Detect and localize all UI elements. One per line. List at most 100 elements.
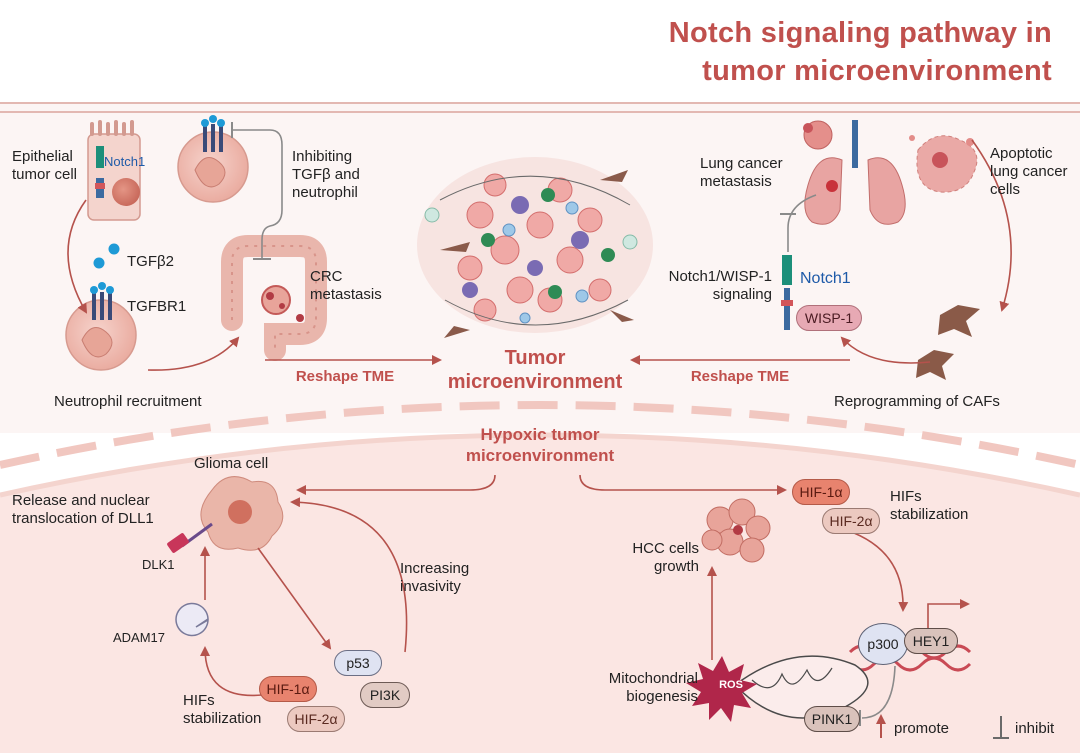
epithelial-label: Epithelial tumor cell bbox=[12, 148, 77, 184]
hcc-growth-label: HCC cells growth bbox=[624, 540, 699, 576]
hcc-cells-icon bbox=[701, 498, 771, 563]
lung-label-line-1: Lung cancer bbox=[700, 155, 783, 172]
arrow-invasivity bbox=[290, 497, 408, 653]
membrane-outer bbox=[0, 401, 1080, 469]
arrow-neutrophil-to-crc bbox=[147, 336, 240, 371]
legend-inhibit-icon bbox=[993, 716, 1009, 739]
invasivity-label-line-1: Increasing bbox=[400, 560, 470, 577]
hypoxic-label-line-2: microenvironment bbox=[465, 446, 615, 465]
lung-label-line-2: metastasis bbox=[700, 173, 772, 190]
wisp1-badge: WISP-1 bbox=[796, 305, 862, 331]
hypoxic-tme-label: Hypoxic tumor microenvironment bbox=[420, 424, 660, 466]
apoptotic-label-line-2: lung cancer bbox=[990, 163, 1068, 180]
hif2a-left-badge: HIF-2α bbox=[287, 706, 345, 732]
epithelial-label-line-1: Epithelial bbox=[12, 148, 73, 165]
dlk1-label: DLK1 bbox=[142, 557, 175, 572]
hey1-badge: HEY1 bbox=[904, 628, 958, 654]
inhibit-line-lung bbox=[787, 194, 817, 252]
neutrophil-cell-icon bbox=[65, 282, 137, 371]
colon-crc-icon bbox=[221, 235, 327, 361]
inhibiting-label-line-1: Inhibiting bbox=[292, 148, 353, 165]
mito-label-line-1: Mitochondrial bbox=[608, 670, 698, 687]
reprogramming-cafs-label: Reprogramming of CAFs bbox=[834, 393, 1000, 410]
invasivity-label-line-2: invasivity bbox=[400, 578, 461, 595]
hifs-right-line-2: stabilization bbox=[890, 506, 969, 523]
hifs-right-line-1: HIFs bbox=[890, 488, 922, 505]
notch-wisp-label-line-1: Notch1/WISP-1 bbox=[668, 268, 772, 285]
hif1a-left-badge: HIF-1α bbox=[259, 676, 317, 702]
lung-metastasis-cells-icon bbox=[803, 120, 833, 150]
release-label-line-2: translocation of DLL1 bbox=[12, 510, 154, 527]
release-label-line-1: Release and nuclear bbox=[12, 492, 150, 509]
hifs-right-label: HIFs stabilization bbox=[890, 488, 968, 524]
title-line-2: tumor microenvironment bbox=[702, 55, 1052, 87]
arrow-glioma-to-p53 bbox=[257, 547, 332, 650]
apoptotic-cells-icon bbox=[909, 135, 978, 193]
apoptotic-label-line-3: cells bbox=[990, 181, 1021, 198]
increasing-invasivity-label: Increasing invasivity bbox=[400, 560, 469, 596]
p300-badge: p300 bbox=[858, 623, 908, 665]
crc-metastasis-label: CRC metastasis bbox=[310, 268, 382, 304]
adam17-label: ADAM17 bbox=[113, 630, 166, 645]
mito-label-line-2: biogenesis bbox=[626, 688, 698, 705]
tgfb2-ligand-icon bbox=[93, 243, 120, 269]
hif2a-right-badge: HIF-2α bbox=[822, 508, 880, 534]
apoptotic-label: Apoptotic lung cancer cells bbox=[990, 145, 1068, 199]
pink1-badge: PINK1 bbox=[804, 706, 860, 732]
legend-inhibit-label: inhibit bbox=[1015, 720, 1055, 737]
reshape-tme-right-label: Reshape TME bbox=[690, 368, 790, 385]
inhibiting-label: Inhibiting TGFβ and neutrophil bbox=[292, 148, 360, 202]
apoptotic-label-line-1: Apoptotic bbox=[990, 145, 1053, 162]
notch1-right-label: Notch1 bbox=[800, 270, 851, 287]
arrow-caf-to-wisp bbox=[840, 336, 931, 364]
arrow-hif-to-p300 bbox=[845, 529, 909, 612]
mitochondria-icon bbox=[733, 655, 869, 719]
tme-label-line-2: microenvironment bbox=[447, 371, 623, 393]
hypoxic-label-line-1: Hypoxic tumor bbox=[480, 425, 600, 444]
epithelial-tumor-cell-icon bbox=[87, 120, 141, 221]
title-line-1: Notch signaling pathway in bbox=[668, 17, 1052, 49]
hcc-label-line-2: growth bbox=[653, 558, 699, 575]
hifs-left-line-1: HIFs bbox=[183, 692, 215, 709]
ros-label: ROS bbox=[719, 679, 743, 691]
inhibit-line-crc bbox=[232, 129, 283, 258]
hifs-left-label: HIFs stabilization bbox=[183, 692, 261, 728]
arrow-epithelial-to-neutrophil bbox=[67, 199, 88, 314]
caf-cells-icon bbox=[916, 305, 980, 380]
release-dll1-label: Release and nuclear translocation of DLL… bbox=[12, 492, 154, 528]
page-title: Notch signaling pathway in tumor microen… bbox=[669, 14, 1052, 90]
inhibited-neutrophil-icon bbox=[177, 115, 249, 203]
hifs-left-line-2: stabilization bbox=[183, 710, 262, 727]
notch-wisp-signaling-label: Notch1/WISP-1 signaling bbox=[648, 268, 772, 304]
notch1-label: Notch1 bbox=[104, 154, 146, 169]
glioma-cell-label: Glioma cell bbox=[194, 455, 269, 472]
ros-burst-icon bbox=[686, 656, 757, 722]
tgfb2-label: TGFβ2 bbox=[127, 253, 174, 270]
lung-icon bbox=[804, 120, 906, 225]
tme-label: Tumor microenvironment bbox=[430, 346, 640, 394]
neutrophil-recruitment-label: Neutrophil recruitment bbox=[54, 393, 202, 410]
tgfbr1-label: TGFBR1 bbox=[127, 298, 187, 315]
inhibit-line-pink1 bbox=[861, 665, 896, 719]
arrow-apoptotic-to-caf bbox=[971, 139, 1012, 312]
tme-label-line-1: Tumor bbox=[504, 347, 566, 369]
lung-metastasis-label: Lung cancer metastasis bbox=[700, 155, 783, 191]
epithelial-label-line-2: tumor cell bbox=[12, 166, 78, 183]
hcc-label-line-1: HCC cells bbox=[632, 540, 699, 557]
transcription-arrow bbox=[927, 599, 970, 630]
hif1a-right-badge: HIF-1α bbox=[792, 479, 850, 505]
crc-label-line-2: metastasis bbox=[310, 286, 382, 303]
notch-wisp-label-line-2: signaling bbox=[712, 286, 772, 303]
arrow-hypoxic-to-hif bbox=[579, 474, 787, 495]
lower-panel-bg bbox=[0, 435, 1080, 753]
legend-promote-label: promote bbox=[894, 720, 950, 737]
crc-label-line-1: CRC bbox=[310, 268, 343, 285]
tumor-cluster-icon bbox=[417, 157, 653, 338]
glioma-cell-icon bbox=[200, 476, 284, 551]
pi3k-badge: PI3K bbox=[360, 682, 410, 708]
inhibiting-label-line-3: neutrophil bbox=[292, 184, 358, 201]
p53-badge: p53 bbox=[334, 650, 382, 676]
notch1-wisp1-receptor-icon bbox=[781, 255, 793, 330]
adam17-icon bbox=[175, 602, 209, 637]
